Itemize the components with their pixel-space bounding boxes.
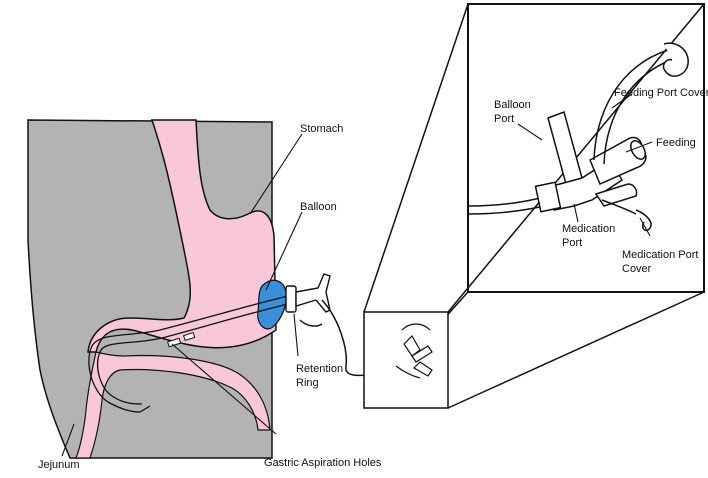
label-feeding: Feeding xyxy=(656,137,696,149)
label-medication-port-cover-2: Cover xyxy=(622,263,652,275)
label-balloon: Balloon xyxy=(300,201,337,213)
label-balloon-port-2: Port xyxy=(494,113,514,125)
label-feeding-port-cover: Feeding Port Cover xyxy=(614,87,708,99)
label-jejunum: Jejunum xyxy=(38,459,80,471)
balloon-shape xyxy=(258,280,287,329)
label-medication-port-1: Medication xyxy=(562,223,615,235)
label-medication-port-2: Port xyxy=(562,237,582,249)
label-stomach: Stomach xyxy=(300,123,343,135)
label-retention-ring-2: Ring xyxy=(296,377,319,389)
label-balloon-port-1: Balloon xyxy=(494,99,531,111)
label-medication-port-cover-1: Medication Port xyxy=(622,249,698,261)
label-retention-ring-1: Retention xyxy=(296,363,343,375)
retention-ring xyxy=(286,274,330,326)
label-gastric-aspiration-holes: Gastric Aspiration Holes xyxy=(264,457,382,469)
